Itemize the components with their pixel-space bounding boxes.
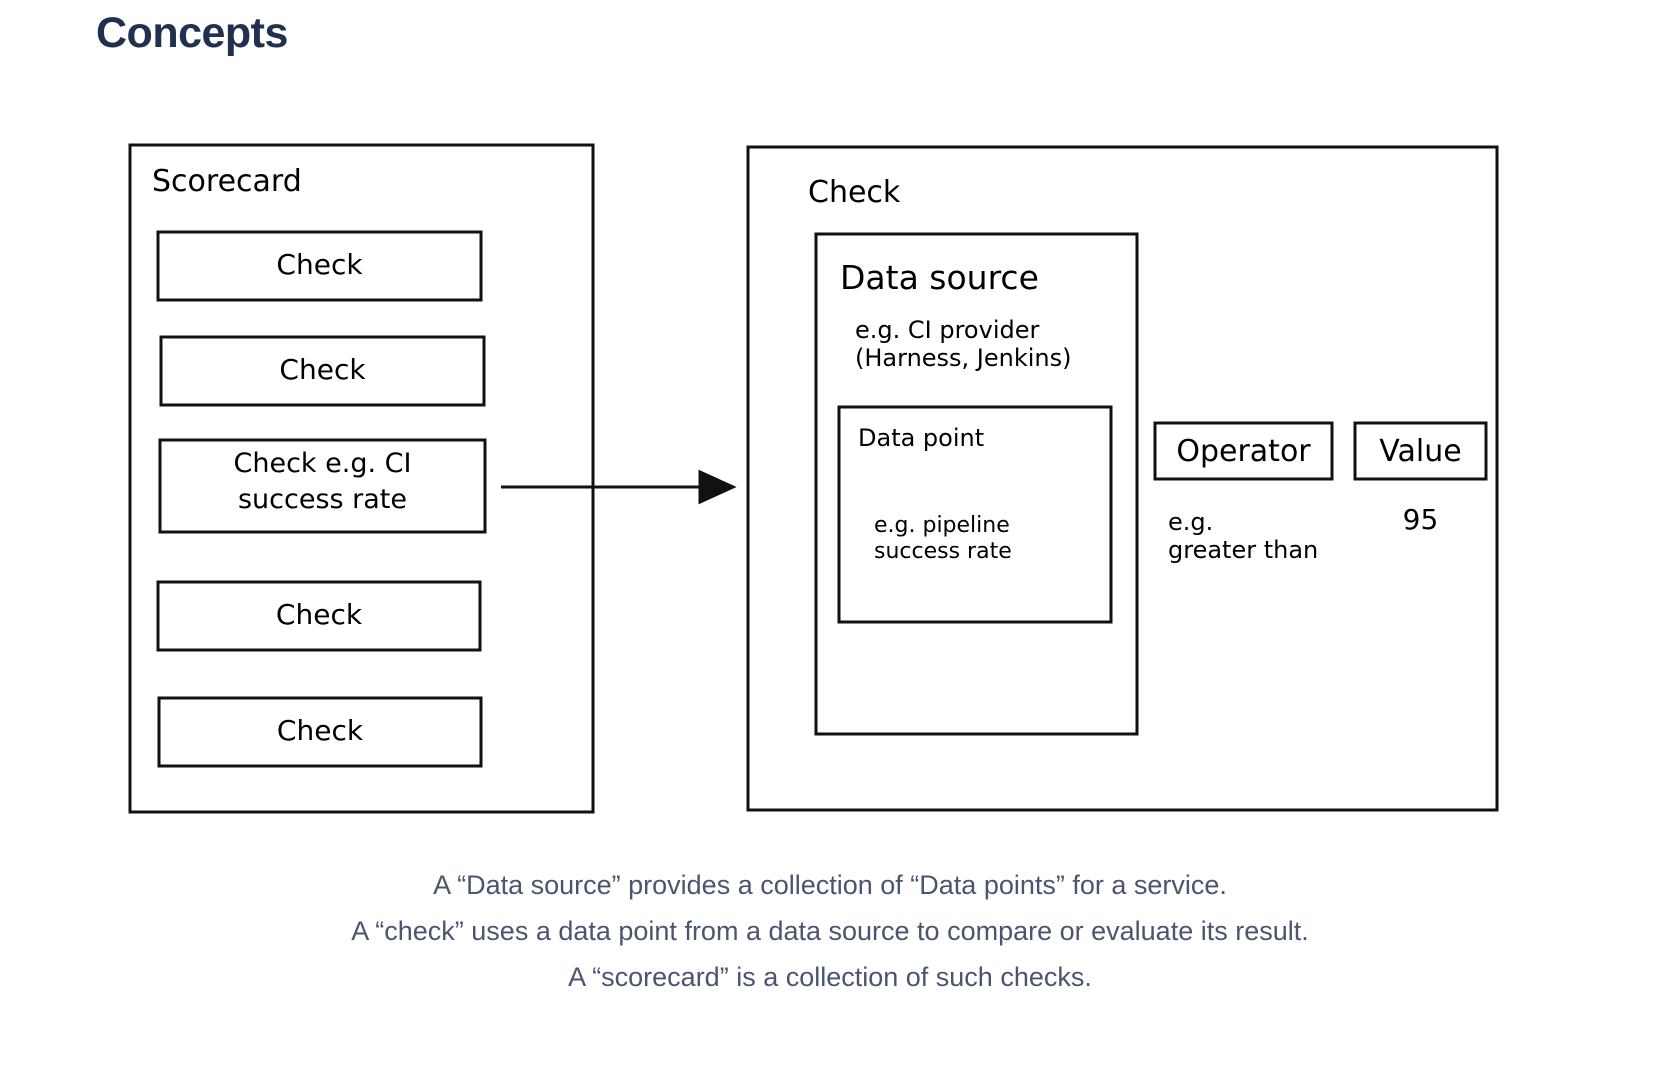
scorecard-check-frame-3 <box>158 438 487 534</box>
scorecard-check-frame-4 <box>156 580 482 652</box>
data-source-title: Data source <box>840 258 1039 297</box>
data-point-note: e.g. pipeline success rate <box>874 513 1012 564</box>
data-source-frame <box>814 232 1139 736</box>
scorecard-check-label-1[interactable]: Check <box>276 248 363 281</box>
concepts-diagram: Scorecard Check Check Check e.g. CI succ… <box>128 143 1499 814</box>
caption-line-2: A “check” uses a data point from a data … <box>351 916 1309 946</box>
data-source-note: e.g. CI provider (Harness, Jenkins) <box>855 316 1072 373</box>
check-detail-title: Check <box>808 175 901 210</box>
scorecard-check-label-4[interactable]: Check <box>275 598 363 631</box>
scorecard-check-frame-2 <box>159 335 486 407</box>
operator-label[interactable]: Operator <box>1176 434 1311 469</box>
caption: A “Data source” provides a collection of… <box>0 862 1660 1000</box>
scorecard-check-label-3[interactable]: Check e.g. CI success rate <box>233 448 412 516</box>
scorecard-check-frame-5 <box>157 696 483 768</box>
operator-frame <box>1153 421 1334 481</box>
scorecard-check-frame-1 <box>156 230 483 302</box>
operator-note: e.g. greater than <box>1168 508 1319 565</box>
data-point-frame <box>837 405 1113 624</box>
caption-line-1: A “Data source” provides a collection of… <box>433 870 1227 900</box>
scorecard-frame <box>128 143 595 814</box>
value-label[interactable]: Value <box>1379 434 1462 469</box>
value-frame <box>1353 421 1488 481</box>
caption-line-3: A “scorecard” is a collection of such ch… <box>568 962 1092 992</box>
scorecard-check-label-5[interactable]: Check <box>276 714 364 747</box>
scorecard-check-label-2[interactable]: Check <box>279 353 366 386</box>
page-title: Concepts <box>96 9 288 57</box>
scorecard-title: Scorecard <box>152 164 302 199</box>
connector-arrow <box>501 469 737 505</box>
data-point-title: Data point <box>858 424 985 452</box>
diagram-frames <box>128 143 1499 814</box>
value-example: 95 <box>1402 503 1439 536</box>
check-detail-frame <box>746 145 1499 812</box>
